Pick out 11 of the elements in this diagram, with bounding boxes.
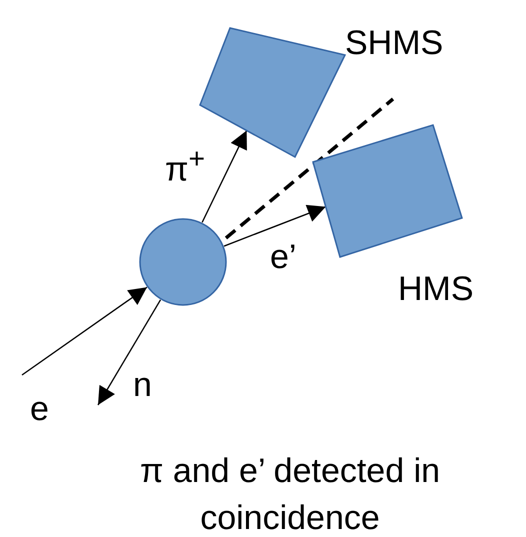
arrow: [202, 130, 248, 223]
arrow: [97, 300, 162, 406]
edge-label: π$^{+}$: [165, 145, 206, 186]
edge-label: e’: [270, 240, 296, 274]
arrow: [22, 286, 148, 376]
caption: π and e’ detected in coincidence: [138, 451, 442, 537]
edge-label: n: [133, 368, 152, 402]
detector-label: SHMS: [345, 26, 444, 60]
edge-label: e: [30, 392, 49, 426]
arrow: [224, 204, 326, 247]
detector-label: HMS: [398, 272, 474, 306]
